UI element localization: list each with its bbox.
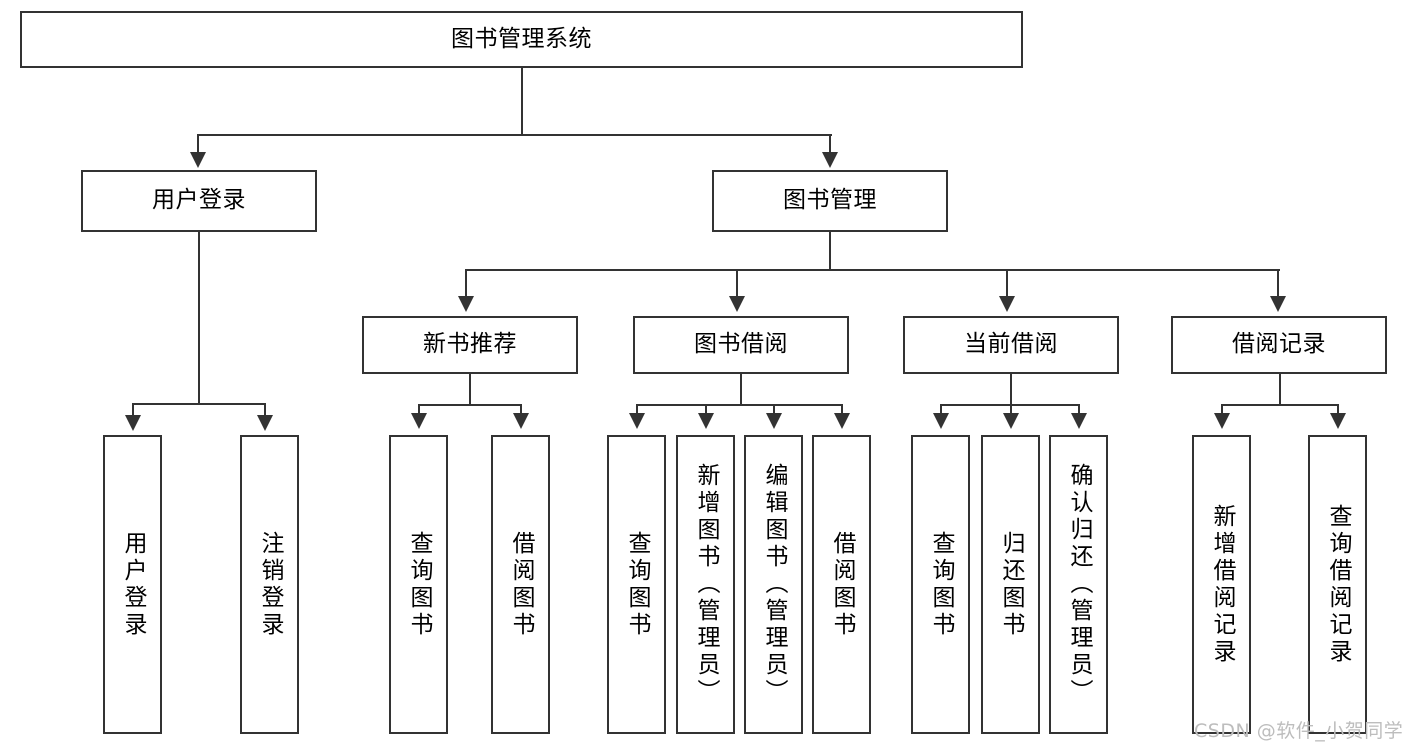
node-label: 图书管理 [783, 187, 877, 214]
connector-level2-bus [198, 134, 832, 136]
arrowhead-cb-leaf-2 [1003, 413, 1019, 429]
connector-drop-book-manage [829, 134, 831, 154]
node-book-borrow[interactable]: 图书借阅 [633, 316, 849, 374]
leaf-query-borrow-record[interactable]: 查询借阅记录 [1308, 435, 1367, 734]
connector-drop-nb-leaf-1 [418, 404, 420, 416]
connector-root-stem [521, 68, 523, 135]
leaf-add-borrow-record[interactable]: 新增借阅记录 [1192, 435, 1251, 734]
node-label: 借阅记录 [1232, 331, 1326, 358]
arrowhead-cb-leaf-3 [1071, 413, 1087, 429]
node-user-login[interactable]: 用户登录 [81, 170, 317, 232]
node-label: 确认归还（管理员） [1066, 463, 1092, 706]
connector-drop-cb-leaf-3 [1078, 404, 1080, 416]
arrowhead-user-login [190, 152, 206, 168]
node-label: 新书推荐 [423, 331, 517, 358]
node-current-borrow[interactable]: 当前借阅 [903, 316, 1119, 374]
connector-drop-cb-leaf-1 [940, 404, 942, 416]
connector-drop-cb-leaf-2 [1010, 404, 1012, 416]
arrowhead-book-manage [822, 152, 838, 168]
watermark-text: CSDN @软件_小贺同学 [1194, 720, 1404, 742]
node-label: 用户登录 [152, 187, 246, 214]
arrowhead-br-leaf-1 [1214, 413, 1230, 429]
connector-borrow-record-stem [1279, 374, 1281, 406]
leaf-query-book[interactable]: 查询图书 [607, 435, 666, 734]
node-label: 图书管理系统 [451, 25, 592, 52]
node-label: 当前借阅 [964, 331, 1058, 358]
connector-book-manage-stem [829, 232, 831, 270]
arrowhead-leaf-logout [257, 415, 273, 431]
connector-current-borrow-stem [1010, 374, 1012, 406]
node-label: 编辑图书（管理员） [761, 463, 787, 706]
node-label: 查询图书 [624, 530, 650, 639]
node-label: 新增图书（管理员） [693, 463, 719, 706]
arrowhead-cb-leaf-1 [933, 413, 949, 429]
connector-drop-nb-leaf-2 [520, 404, 522, 416]
leaf-edit-book-admin[interactable]: 编辑图书（管理员） [744, 435, 803, 734]
node-label: 借阅图书 [508, 530, 534, 639]
leaf-logout[interactable]: 注销登录 [240, 435, 299, 734]
arrowhead-bb-leaf-4 [834, 413, 850, 429]
node-label: 新增借阅记录 [1209, 503, 1235, 666]
node-label: 查询借阅记录 [1325, 503, 1351, 666]
leaf-user-login[interactable]: 用户登录 [103, 435, 162, 734]
connector-drop-new-book [465, 269, 467, 297]
node-label: 用户登录 [120, 530, 146, 639]
connector-drop-bb-leaf-2 [705, 404, 707, 416]
connector-drop-bb-leaf-1 [636, 404, 638, 416]
arrowhead-bb-leaf-2 [698, 413, 714, 429]
connector-book-borrow-stem [740, 374, 742, 406]
arrowhead-nb-leaf-2 [513, 413, 529, 429]
connector-new-book-stem [469, 374, 471, 406]
leaf-return-book[interactable]: 归还图书 [981, 435, 1040, 734]
arrowhead-bb-leaf-3 [766, 413, 782, 429]
connector-drop-borrow-record [1277, 269, 1279, 297]
arrowhead-leaf-user-login [125, 415, 141, 431]
connector-drop-br-leaf-2 [1337, 404, 1339, 416]
arrowhead-br-leaf-2 [1330, 413, 1346, 429]
arrowhead-book-borrow [729, 296, 745, 312]
connector-drop-book-borrow [736, 269, 738, 297]
connector-drop-user-login [197, 134, 199, 154]
node-root-system[interactable]: 图书管理系统 [20, 11, 1023, 68]
connector-drop-current-borrow [1006, 269, 1008, 297]
connector-drop-leaf-logout [264, 403, 266, 417]
connector-borrow-record-bus [1222, 404, 1338, 406]
node-label: 查询图书 [406, 530, 432, 639]
node-borrow-record[interactable]: 借阅记录 [1171, 316, 1387, 374]
connector-level3-bus [466, 269, 1280, 271]
node-label: 注销登录 [257, 530, 283, 639]
connector-drop-leaf-user-login [132, 403, 134, 417]
leaf-confirm-return-admin[interactable]: 确认归还（管理员） [1049, 435, 1108, 734]
arrowhead-bb-leaf-1 [629, 413, 645, 429]
node-label: 归还图书 [998, 530, 1024, 639]
leaf-query-book-recommend[interactable]: 查询图书 [389, 435, 448, 734]
leaf-borrow-book-recommend[interactable]: 借阅图书 [491, 435, 550, 734]
connector-user-login-bus [133, 403, 265, 405]
node-label: 查询图书 [928, 530, 954, 639]
arrowhead-current-borrow [999, 296, 1015, 312]
connector-new-book-bus [419, 404, 521, 406]
arrowhead-nb-leaf-1 [411, 413, 427, 429]
node-book-management[interactable]: 图书管理 [712, 170, 948, 232]
connector-user-login-stem [198, 232, 200, 405]
node-new-book-recommend[interactable]: 新书推荐 [362, 316, 578, 374]
connector-book-borrow-bus [637, 404, 843, 406]
leaf-add-book-admin[interactable]: 新增图书（管理员） [676, 435, 735, 734]
node-label: 图书借阅 [694, 331, 788, 358]
arrowhead-borrow-record [1270, 296, 1286, 312]
leaf-borrow-book[interactable]: 借阅图书 [812, 435, 871, 734]
node-label: 借阅图书 [829, 530, 855, 639]
leaf-query-book-current[interactable]: 查询图书 [911, 435, 970, 734]
connector-drop-bb-leaf-3 [773, 404, 775, 416]
connector-drop-br-leaf-1 [1221, 404, 1223, 416]
arrowhead-new-book [458, 296, 474, 312]
connector-drop-bb-leaf-4 [841, 404, 843, 416]
